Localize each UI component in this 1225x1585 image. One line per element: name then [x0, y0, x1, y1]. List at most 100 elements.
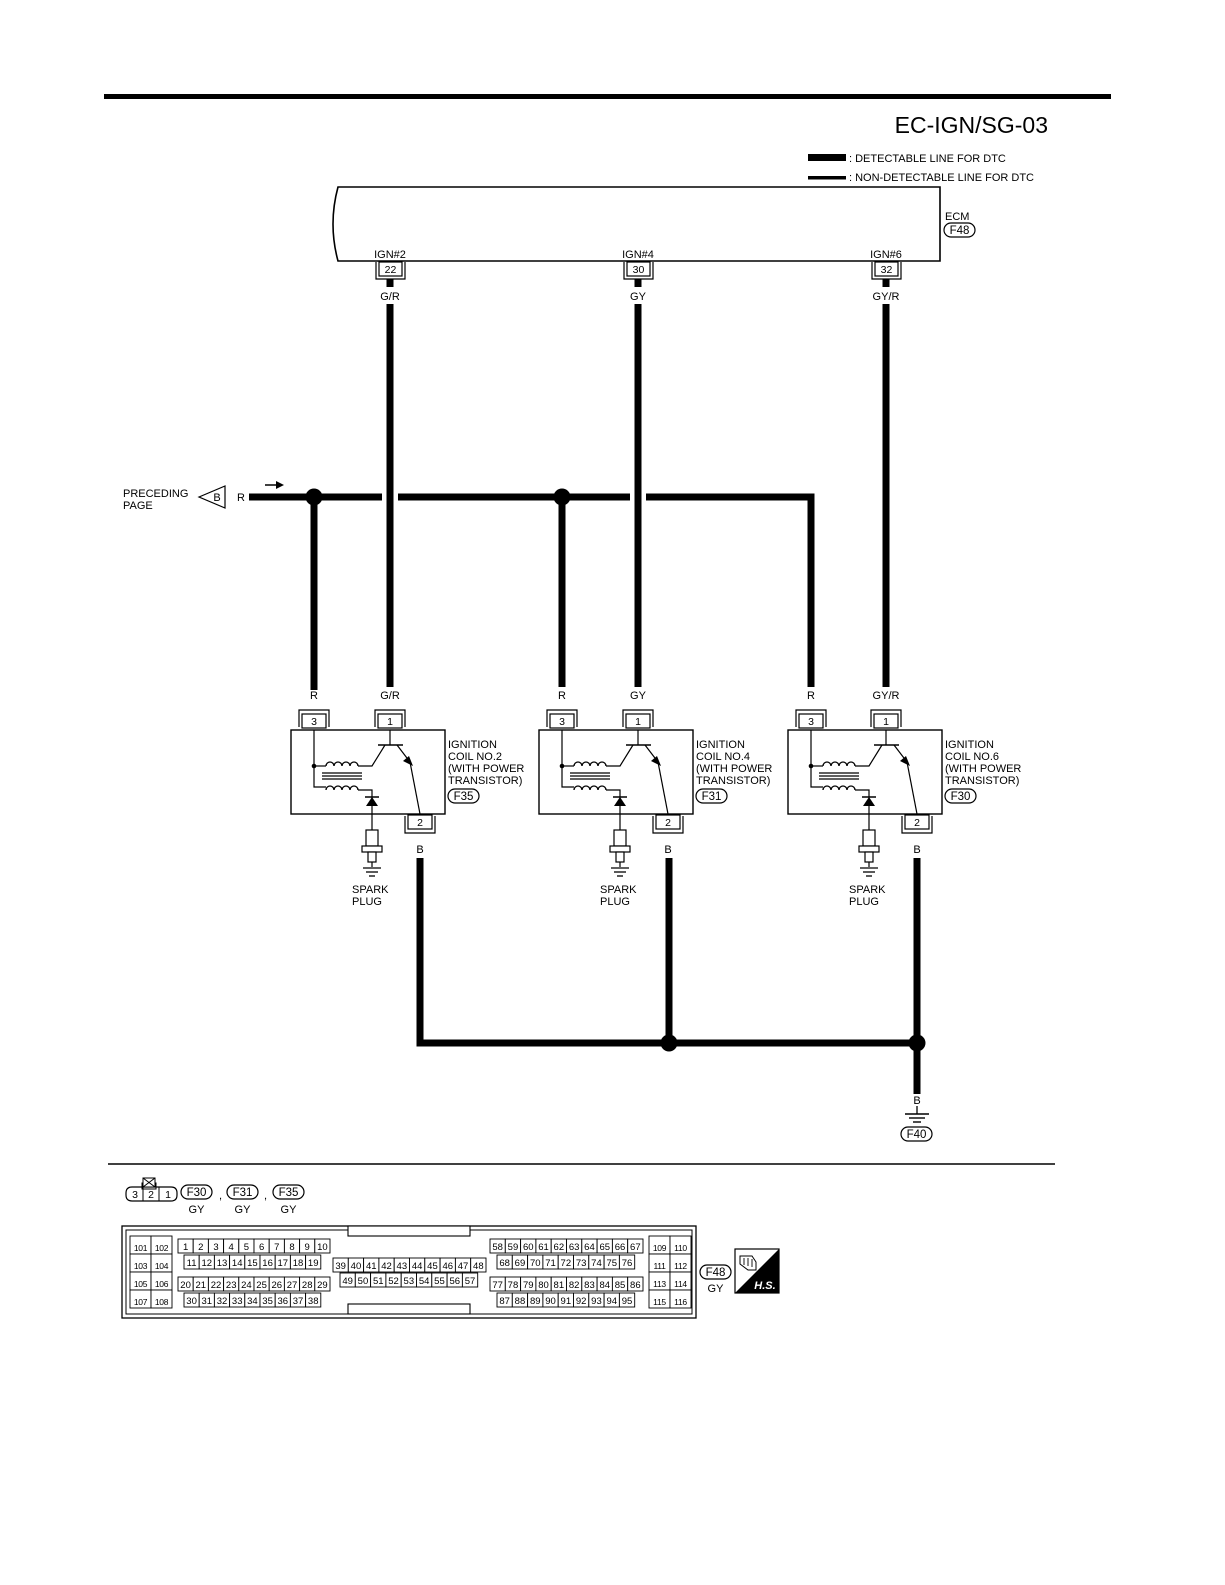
ecm-cavity-number: 44	[412, 1261, 423, 1272]
coil-connector-code: F35	[454, 791, 474, 803]
terminal-name: IGN#2	[374, 249, 406, 261]
ecm-connector-key	[347, 1225, 471, 1237]
connector-bracket	[374, 709, 406, 727]
splice-dot	[553, 488, 571, 506]
pin-number: 1	[635, 716, 641, 728]
ecm-cavity	[618, 1292, 636, 1308]
wire-label-pin2: B	[664, 844, 671, 856]
internal-wiring	[657, 761, 669, 815]
ground-connector-tag	[900, 1126, 933, 1142]
ecm-cavity-number: 61	[538, 1242, 549, 1253]
ecm-cavity-number: 22	[211, 1280, 222, 1291]
ecm-cavity-number: 72	[561, 1258, 572, 1269]
cavity-number: 3	[132, 1189, 138, 1201]
ecm-cavity	[314, 1238, 331, 1254]
wire-label-pin1: GY	[630, 690, 647, 702]
plug-body	[862, 829, 876, 847]
spark-plug-label: SPARK	[600, 884, 637, 896]
plug-hex	[858, 845, 880, 853]
connector-bracket	[901, 816, 933, 834]
ecm-cavity-number: 63	[569, 1242, 580, 1253]
ecm-cavity-number: 11	[187, 1258, 197, 1269]
pin-number: 3	[808, 716, 814, 728]
ecm-cavity-number: 66	[615, 1242, 626, 1253]
ground-wires	[416, 858, 921, 1094]
ecm-cavity-number: 39	[335, 1261, 346, 1272]
legend-nondetectable-swatch	[808, 176, 846, 180]
connector-color: GY	[189, 1204, 206, 1216]
ecm-terminal-ign6: IGN#6 32 GY/R	[870, 249, 902, 303]
diode-icon	[863, 797, 875, 806]
pin-box	[904, 814, 930, 830]
coil-name-line: TRANSISTOR)	[945, 775, 1019, 787]
ecm-cavity-number: 65	[599, 1242, 610, 1253]
ecm-cavity-number: 32	[217, 1296, 228, 1307]
ecm-cavity-number: 94	[606, 1296, 617, 1307]
ecm-cavity-number: 48	[473, 1261, 484, 1272]
ecm-cavity-number: 19	[308, 1258, 319, 1269]
legend-detectable-text: : DETECTABLE LINE FOR DTC	[849, 153, 1006, 165]
ground-wire-coil2	[416, 858, 918, 1047]
ecm-cavity-number: 42	[381, 1261, 392, 1272]
ecm-cavity-number: 7	[274, 1242, 279, 1253]
ecm-cavity-number: 38	[308, 1296, 319, 1307]
ecm-cavity-number: 81	[554, 1280, 565, 1291]
pin-box	[377, 713, 403, 729]
ecm-unit: ECM F48	[332, 186, 976, 262]
ecm-cavity-number: 36	[278, 1296, 289, 1307]
coil-name-line: IGNITION	[945, 739, 994, 751]
diode-icon	[366, 797, 378, 806]
internal-wiring	[606, 744, 634, 767]
ecm-cavity-number: 85	[615, 1280, 626, 1291]
ecm-cavity-number: 115	[653, 1297, 666, 1307]
hs-fill	[735, 1249, 779, 1293]
internal-wiring	[409, 761, 421, 815]
coil-box	[787, 729, 943, 815]
ecm-cavity-number: 69	[515, 1258, 526, 1269]
ecm-cavity-number: 110	[674, 1243, 687, 1253]
ecm-cavity	[150, 1289, 173, 1309]
preceding-label-1: PRECEDING	[123, 488, 188, 500]
plug-tip	[615, 851, 625, 863]
ecm-cavity-number: 9	[305, 1242, 310, 1253]
ecm-cavity-number: 18	[293, 1258, 304, 1269]
ecm-cavity-number: 45	[427, 1261, 438, 1272]
ecm-cavity-number: 13	[217, 1258, 228, 1269]
ecm-cavity-number: 28	[302, 1280, 313, 1291]
coil-name-line: IGNITION	[696, 739, 745, 751]
plug-tip	[367, 851, 377, 863]
pin-box	[655, 814, 681, 830]
connector-color: GY	[281, 1204, 298, 1216]
pin-number: 3	[559, 716, 565, 728]
ecm-cavity-number: 114	[674, 1279, 687, 1289]
ecm-cavity	[669, 1289, 692, 1309]
ecm-cavity-number: 106	[155, 1279, 169, 1289]
ecm-cavity-number: 27	[287, 1280, 298, 1291]
coil-name-line: COIL NO.6	[945, 751, 999, 763]
ecm-cavity-number: 16	[262, 1258, 273, 1269]
plug-hex	[361, 845, 383, 853]
coil-connector-code: F31	[702, 791, 722, 803]
signal-wires	[386, 279, 890, 687]
ecm-connector-tag	[943, 222, 976, 238]
ecm-cavity-number: 95	[622, 1296, 633, 1307]
ecm-cavity-number: 20	[180, 1280, 191, 1291]
coil-name-line: (WITH POWER	[945, 763, 1021, 775]
coil-primary-winding	[822, 761, 856, 767]
ecm-cavity-number: 104	[155, 1261, 169, 1271]
ignition-coil-6: R GY/R 3 1 IGNITION COIL NO.6 (WITH POWE…	[787, 690, 1021, 908]
coil-name-line: TRANSISTOR)	[448, 775, 522, 787]
ecm-cavity-number: 71	[545, 1258, 556, 1269]
ecm-cavity-number: 52	[388, 1276, 399, 1287]
harness-side-icon: H.S.	[734, 1248, 780, 1294]
coil-name-line: (WITH POWER	[696, 763, 772, 775]
pin-box	[301, 713, 327, 729]
coil-name-line: COIL NO.4	[696, 751, 750, 763]
coil-connector-tag	[447, 788, 480, 804]
ecm-cavity-number: 101	[134, 1243, 148, 1253]
connector-bracket	[622, 709, 654, 727]
coil-connector-tag	[695, 788, 728, 804]
preceding-page-ref: PRECEDING PAGE B R	[123, 481, 284, 512]
